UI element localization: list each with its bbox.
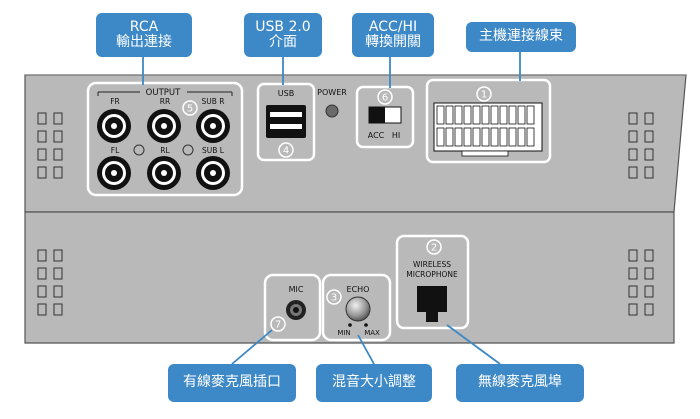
callout-rca-output: RCA 輸出連接: [96, 13, 192, 57]
echo-knob[interactable]: [345, 296, 371, 322]
svg-text:7: 7: [275, 320, 281, 331]
echo-label: ECHO: [347, 285, 370, 294]
harness-connector-group: 1: [425, 78, 552, 164]
callout-echo: 混音大小調整: [316, 364, 432, 402]
vent-slots-top-right: [628, 112, 654, 179]
marker-4: 4: [278, 142, 294, 158]
usb-group: USB 4: [256, 82, 316, 162]
marker-3: 3: [326, 289, 342, 305]
ground-screw-left: [133, 144, 145, 156]
jack-label-rr: RR: [160, 97, 170, 106]
jack-label-fl: FL: [111, 146, 120, 155]
callout-echo-line1: 混音大小調整: [332, 374, 416, 391]
top-panel: [24, 74, 687, 213]
rca-output-group: OUTPUT FR RR SUB R FL RL SUB L: [86, 81, 244, 197]
wireless-mic-group: 2 WIRELESS MICROPHONE: [395, 234, 470, 330]
vent-slots-bottom-left: [37, 249, 63, 316]
callout-usb-line1: USB 2.0: [255, 18, 311, 35]
svg-text:6: 6: [382, 93, 388, 104]
callout-acc-line1: ACC/HI: [368, 18, 418, 35]
jack-label-subr: SUB R: [202, 97, 225, 106]
marker-5: 5: [182, 100, 198, 116]
callout-usb: USB 2.0 介面: [244, 13, 322, 57]
callout-acc-switch: ACC/HI 轉換開關: [352, 13, 434, 57]
power-indicator: POWER: [317, 88, 347, 118]
rca-jack-fr[interactable]: [97, 109, 131, 143]
power-label: POWER: [317, 88, 347, 97]
rca-jack-rr[interactable]: [147, 109, 181, 143]
usb-port[interactable]: [266, 105, 306, 138]
vent-slots-top-left: [37, 112, 63, 179]
echo-min-label: MIN: [337, 329, 350, 337]
bottom-panel: [24, 211, 675, 344]
mic-jack[interactable]: [286, 300, 306, 320]
marker-7: 7: [270, 316, 286, 332]
marker-1: 1: [476, 86, 492, 102]
mic-group: MIC 7: [263, 273, 322, 342]
svg-text:5: 5: [187, 104, 193, 115]
svg-text:2: 2: [431, 243, 437, 254]
callout-leader-lines: [142, 52, 521, 365]
harness-connector[interactable]: [433, 102, 543, 157]
callout-wireless-mic: 無線麥克風埠: [456, 364, 584, 402]
marker-6: 6: [377, 89, 393, 105]
switch-label-hi: HI: [392, 131, 400, 140]
svg-text:4: 4: [283, 146, 289, 157]
rca-jack-subr[interactable]: [196, 109, 230, 143]
jack-label-subl: SUB L: [202, 146, 225, 155]
svg-text:3: 3: [331, 293, 337, 304]
ground-screw-right: [182, 144, 194, 156]
callout-mic-line1: 有線麥克風插口: [183, 374, 281, 391]
svg-text:1: 1: [481, 90, 487, 101]
callout-rca-line1: RCA: [129, 18, 159, 35]
wireless-mic-port[interactable]: [417, 286, 447, 322]
mic-label: MIC: [289, 285, 304, 294]
echo-group: ECHO MIN MAX 3: [321, 273, 392, 342]
switch-label-acc: ACC: [368, 131, 385, 140]
marker-2: 2: [426, 239, 442, 255]
vent-slots-bottom-right: [628, 249, 654, 316]
jack-label-fr: FR: [110, 97, 120, 106]
rca-jack-subl[interactable]: [196, 156, 230, 190]
acc-hi-switch-group: 6 ACC HI: [355, 85, 415, 149]
rca-jack-fl[interactable]: [97, 156, 131, 190]
callout-acc-line2: 轉換開關: [365, 34, 421, 50]
callout-wired-mic: 有線麥克風插口: [168, 364, 296, 402]
callout-harness-line1: 主機連接線束: [479, 28, 563, 45]
echo-max-label: MAX: [364, 329, 380, 337]
callout-usb-line2: 介面: [269, 34, 297, 50]
usb-label: USB: [278, 89, 294, 98]
callout-rca-line2: 輸出連接: [116, 34, 172, 50]
callout-wireless-line1: 無線麥克風埠: [478, 374, 562, 391]
rca-jack-rl[interactable]: [147, 156, 181, 190]
jack-label-rl: RL: [160, 146, 170, 155]
output-label: OUTPUT: [146, 88, 181, 98]
acc-hi-switch[interactable]: [368, 106, 402, 124]
wireless-label-line1: WIRELESS: [413, 260, 451, 269]
wireless-label-line2: MICROPHONE: [406, 270, 458, 279]
callout-harness: 主機連接線束: [466, 22, 576, 52]
